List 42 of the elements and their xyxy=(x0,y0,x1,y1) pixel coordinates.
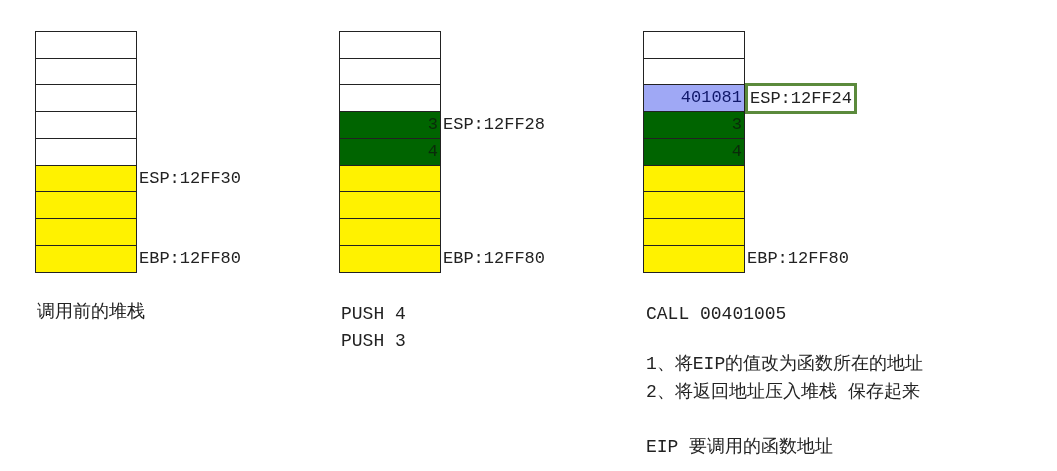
register-label: EBP:12FF80 xyxy=(747,247,850,270)
caption-text: 1、将EIP的值改为函数所在的地址 xyxy=(646,353,924,376)
cell-value: 401081 xyxy=(680,87,742,110)
stack-cell xyxy=(35,84,137,113)
stack-cell xyxy=(339,244,441,273)
stack-cell xyxy=(643,164,745,193)
stack-cell xyxy=(643,31,745,60)
stack-cell xyxy=(339,137,441,166)
stack-cell xyxy=(643,84,745,113)
caption-text: EIP 要调用的函数地址 xyxy=(646,436,834,459)
stack-cell xyxy=(643,191,745,220)
cell-value: 4 xyxy=(731,140,742,163)
stack-cell xyxy=(339,191,441,220)
stack-cell xyxy=(339,111,441,140)
stack-cell xyxy=(643,111,745,140)
caption-text: 调用前的堆栈 xyxy=(37,301,145,324)
stack-cell xyxy=(643,244,745,273)
register-label: ESP:12FF30 xyxy=(139,167,242,190)
caption-text: 2、将返回地址压入堆栈 保存起来 xyxy=(646,381,920,404)
caption-text: PUSH 3 xyxy=(341,330,406,353)
cell-value: 3 xyxy=(427,114,438,137)
register-label: EBP:12FF80 xyxy=(139,247,242,270)
stack-cell xyxy=(35,31,137,60)
register-label: ESP:12FF28 xyxy=(443,114,546,137)
cell-value: 3 xyxy=(731,114,742,137)
stack-cell xyxy=(35,244,137,273)
stack-cell xyxy=(35,191,137,220)
stack-cell xyxy=(643,137,745,166)
stack-cell xyxy=(339,57,441,86)
stack-cell xyxy=(35,137,137,166)
stack-cell xyxy=(339,84,441,113)
register-label: EBP:12FF80 xyxy=(443,247,546,270)
stack-cell xyxy=(339,31,441,60)
stack-cell xyxy=(35,57,137,86)
caption-text: PUSH 4 xyxy=(341,303,406,326)
stack-cell xyxy=(35,164,137,193)
caption-text: CALL 00401005 xyxy=(646,303,787,326)
stack-cell xyxy=(339,164,441,193)
register-label: ESP:12FF24 xyxy=(750,88,853,110)
stack-cell xyxy=(643,57,745,86)
stack-cell xyxy=(35,111,137,140)
cell-value: 4 xyxy=(427,140,438,163)
